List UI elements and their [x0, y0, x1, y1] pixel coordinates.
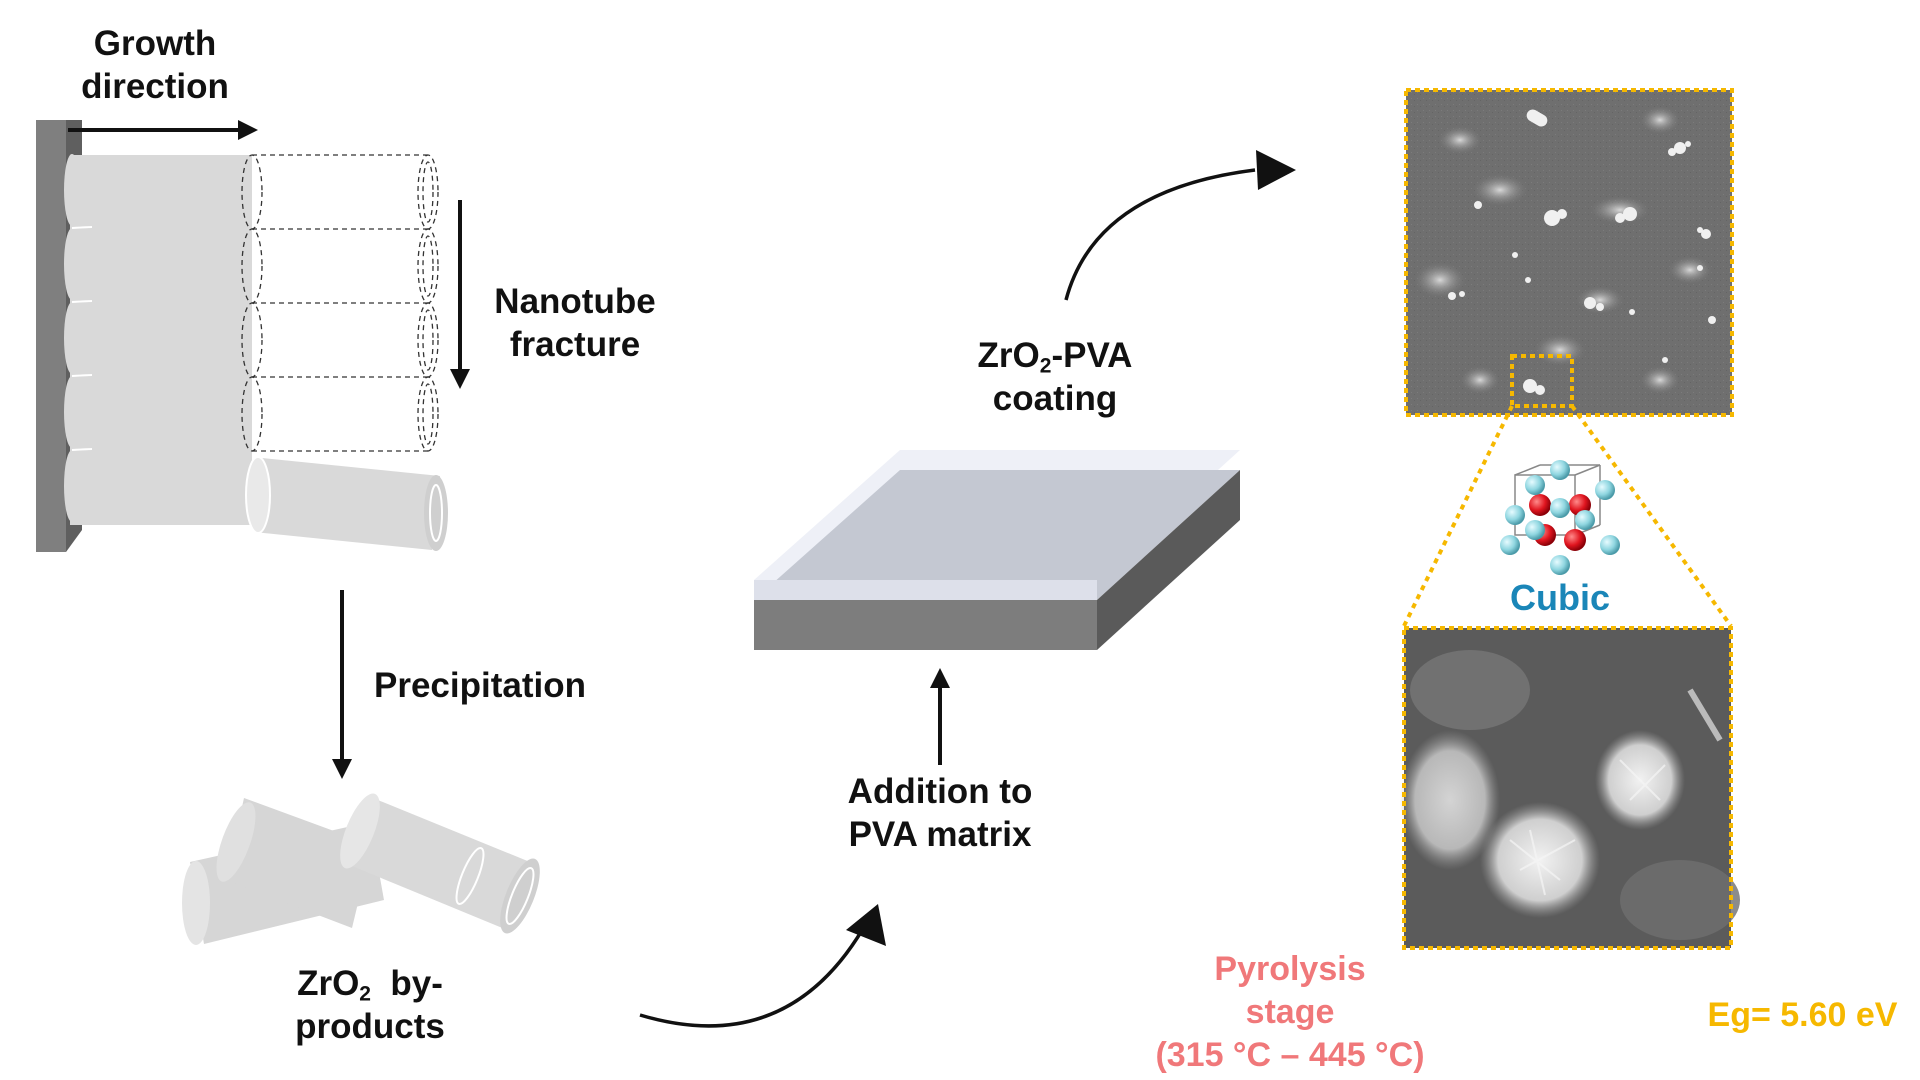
pyrolysis-line1: Pyrolysis [1214, 950, 1366, 988]
growth-direction-line2: direction [81, 67, 229, 106]
pyrolysis-line2: stage [1245, 993, 1335, 1031]
coating-line2: coating [992, 379, 1118, 418]
precipitation-label: Precipitation [360, 664, 600, 707]
sem-micrograph-overview [1404, 88, 1734, 417]
curved-arrow-to-sem [1064, 168, 1256, 301]
zoom-connector-lines [1402, 404, 1733, 628]
byproducts-suffix: by- [370, 964, 443, 1003]
sem-micrograph-zoom [1400, 626, 1740, 950]
coating-label: ZrO2-PVA coating [940, 334, 1170, 420]
nanotube-fracture-line2: fracture [509, 325, 641, 364]
byproducts-label: ZrO2 by- products [250, 962, 490, 1048]
byproducts-subscript: 2 [359, 982, 371, 1006]
growth-direction-label: Growth direction [40, 22, 270, 108]
pva-film [754, 450, 1240, 650]
bandgap-label: Eg= 5.60 eV [1690, 994, 1915, 1037]
byproducts-line2: products [295, 1007, 445, 1046]
byproducts-formula: ZrO [297, 964, 360, 1003]
curved-arrow-to-film [639, 919, 870, 1028]
addition-line1: Addition to [847, 772, 1033, 811]
growth-direction-line1: Growth [93, 24, 217, 63]
coating-subscript: 2 [1039, 354, 1052, 378]
precipitation-text: Precipitation [374, 666, 586, 705]
cubic-label: Cubic [1480, 576, 1640, 619]
bandgap-text: Eg= 5.60 eV [1707, 996, 1898, 1034]
cubic-crystal-structure-icon [1500, 460, 1620, 575]
pyrolysis-label: Pyrolysis stage (315 °C – 445 °C) [1120, 948, 1460, 1077]
zro2-byproducts [182, 793, 540, 945]
coating-suffix: -PVA [1051, 336, 1133, 375]
nanotube-fracture-label: Nanotube fracture [470, 280, 680, 366]
coating-formula: ZrO [977, 336, 1040, 375]
solid-nanotubes [64, 154, 252, 525]
nanotube-array [36, 120, 448, 552]
cubic-text: Cubic [1509, 577, 1610, 618]
pyrolysis-line3: (315 °C – 445 °C) [1155, 1036, 1425, 1074]
fractured-nanotube [245, 456, 448, 551]
sem-zoom-region [1510, 354, 1574, 408]
addition-label: Addition to PVA matrix [810, 770, 1070, 856]
nanotube-fracture-line1: Nanotube [494, 282, 656, 321]
dashed-nanotubes [241, 154, 439, 452]
substrate [36, 120, 66, 552]
addition-line2: PVA matrix [848, 815, 1032, 854]
